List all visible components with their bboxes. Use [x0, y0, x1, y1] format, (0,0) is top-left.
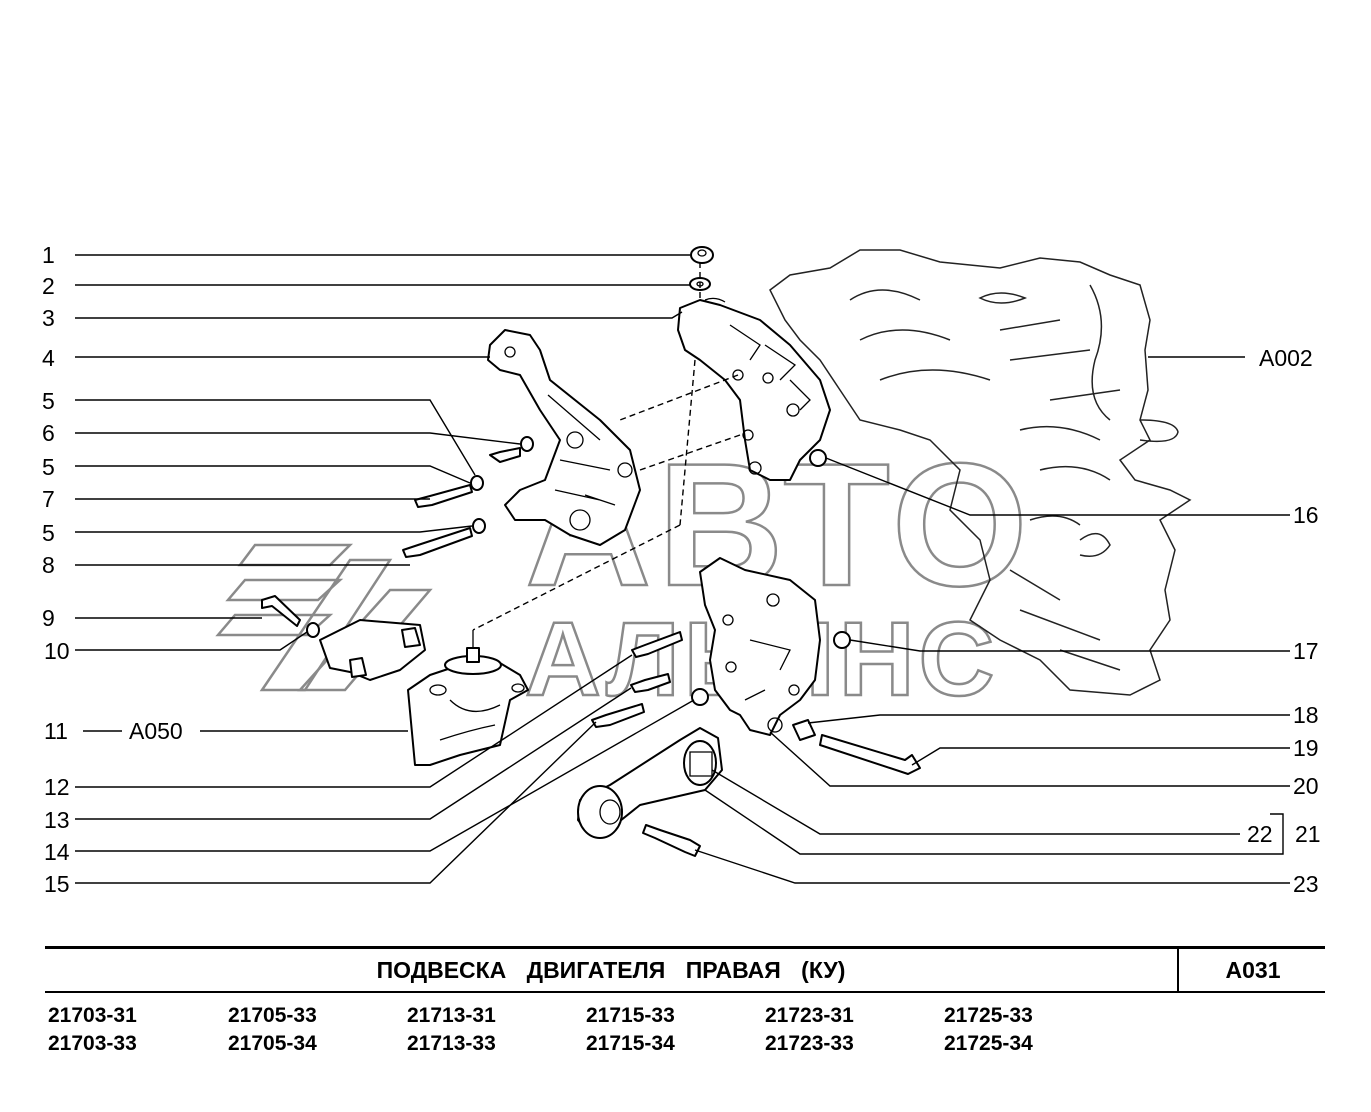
callout-8: 8: [42, 552, 55, 578]
callout-19: 19: [1293, 735, 1319, 761]
ref-a002: A002: [1259, 345, 1313, 371]
callout-5b: 5: [42, 454, 55, 480]
callout-21: 21: [1295, 821, 1321, 847]
callout-15: 15: [44, 871, 70, 897]
model-number: 21713-31: [407, 1004, 496, 1027]
model-column: 21715-33 21715-34: [586, 1002, 756, 1058]
callout-4: 4: [42, 345, 55, 371]
model-column: 21703-31 21703-33: [48, 1002, 218, 1058]
callout-23: 23: [1293, 871, 1319, 897]
bracket-4: [487, 329, 641, 546]
leader-lines: [75, 254, 1290, 884]
callout-2: 2: [42, 273, 55, 299]
callout-7: 7: [42, 486, 55, 512]
callout-5c: 5: [42, 520, 55, 546]
model-number: 21723-31: [765, 1004, 854, 1027]
bracket-3: [677, 297, 831, 481]
model-number: 21705-34: [228, 1032, 317, 1055]
bracket-20: [699, 557, 821, 736]
callout-13: 13: [44, 807, 70, 833]
model-number: 21725-34: [944, 1032, 1033, 1055]
callout-1: 1: [42, 242, 55, 268]
callouts-right: A002 16 17 18 19 20 22 21 23: [1247, 345, 1321, 897]
callout-3: 3: [42, 305, 55, 331]
engine-outline: [769, 249, 1192, 696]
callout-17: 17: [1293, 638, 1319, 664]
torque-rod-21: [577, 727, 723, 857]
callout-18: 18: [1293, 702, 1319, 728]
model-number: 21725-33: [944, 1004, 1033, 1027]
model-number: 21705-33: [228, 1004, 317, 1027]
engine-mount-11: [407, 630, 529, 766]
model-column: 21725-33 21725-34: [944, 1002, 1114, 1058]
model-column: 21713-31 21713-33: [407, 1002, 577, 1058]
callout-16: 16: [1293, 502, 1319, 528]
model-number: 21715-34: [586, 1032, 675, 1055]
model-number: 21703-31: [48, 1004, 137, 1027]
callout-14: 14: [44, 839, 70, 865]
nut-1: [690, 246, 714, 264]
diagram-code: A031: [1177, 949, 1327, 991]
bracket-10: [319, 619, 426, 681]
callout-20: 20: [1293, 773, 1319, 799]
model-column: 21705-33 21705-34: [228, 1002, 398, 1058]
diagram-title: ПОДВЕСКА ДВИГАТЕЛЯ ПРАВАЯ (КУ): [376, 957, 846, 983]
callout-5a: 5: [42, 388, 55, 414]
model-number: 21723-33: [765, 1032, 854, 1055]
ref-a050: A050: [129, 718, 183, 744]
title-block: ПОДВЕСКА ДВИГАТЕЛЯ ПРАВАЯ (КУ) A031: [45, 946, 1325, 993]
callouts-left: 1 2 3 4 5 6 5 7 5 8 9 10 11 A050 12 13 1…: [42, 242, 183, 897]
callout-9: 9: [42, 605, 55, 631]
callout-22: 22: [1247, 821, 1273, 847]
fasteners-lower: [591, 631, 921, 775]
model-number: 21715-33: [586, 1004, 675, 1027]
model-column: 21723-31 21723-33: [765, 1002, 935, 1058]
callout-10: 10: [44, 638, 70, 664]
callout-12: 12: [44, 774, 70, 800]
callout-11: 11: [44, 718, 68, 744]
model-number: 21713-33: [407, 1032, 496, 1055]
model-number: 21703-33: [48, 1032, 137, 1055]
callout-6: 6: [42, 420, 55, 446]
